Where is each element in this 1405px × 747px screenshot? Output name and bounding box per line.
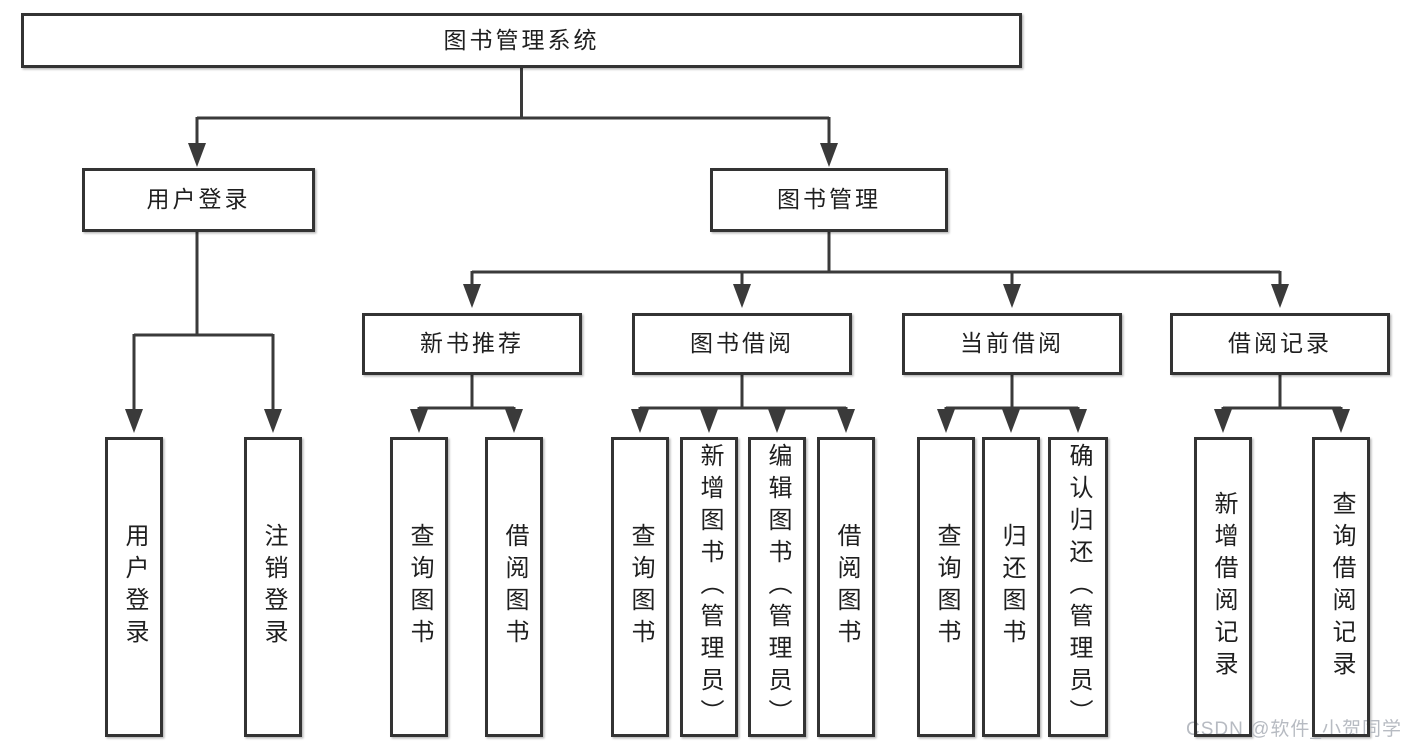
leaf-label: 查询图书 bbox=[406, 523, 433, 651]
leaf-query-borrow-record: 查询借阅记录 bbox=[1312, 437, 1370, 737]
connector-user-login-to-leaves bbox=[125, 232, 282, 433]
node-label: 图书借阅 bbox=[690, 330, 794, 357]
node-label: 借阅记录 bbox=[1228, 330, 1332, 357]
leaf-query-books-recommend: 查询图书 bbox=[390, 437, 448, 737]
leaf-query-books-current: 查询图书 bbox=[917, 437, 975, 737]
csdn-watermark: CSDN @软件_小贺同学 bbox=[1186, 719, 1402, 740]
leaf-label: 查询借阅记录 bbox=[1328, 491, 1355, 683]
connector-current-to-leaves bbox=[937, 375, 1087, 433]
leaf-borrow-books-recommend: 借阅图书 bbox=[485, 437, 543, 737]
leaf-logout: 注销登录 bbox=[244, 437, 302, 737]
node-label: 当前借阅 bbox=[960, 330, 1064, 357]
leaf-return-books: 归还图书 bbox=[982, 437, 1040, 737]
node-user-login: 用户登录 bbox=[82, 168, 315, 232]
leaf-query-books-borrowing: 查询图书 bbox=[611, 437, 669, 737]
leaf-label: 查询图书 bbox=[933, 523, 960, 651]
leaf-label: 用户登录 bbox=[121, 523, 148, 651]
node-label: 新书推荐 bbox=[420, 330, 524, 357]
node-root: 图书管理系统 bbox=[21, 13, 1022, 68]
node-new-book-recommend: 新书推荐 bbox=[362, 313, 582, 375]
leaf-add-borrow-record: 新增借阅记录 bbox=[1194, 437, 1252, 737]
leaf-label: 借阅图书 bbox=[833, 523, 860, 651]
node-label: 图书管理系统 bbox=[443, 26, 600, 53]
leaf-label: 注销登录 bbox=[260, 523, 287, 651]
leaf-user-login: 用户登录 bbox=[105, 437, 163, 737]
node-borrow-records: 借阅记录 bbox=[1170, 313, 1390, 375]
node-label: 用户登录 bbox=[146, 186, 251, 213]
connector-root-to-level2 bbox=[188, 68, 838, 167]
node-label: 图书管理 bbox=[777, 186, 881, 213]
leaf-borrow-books-borrowing: 借阅图书 bbox=[817, 437, 875, 737]
node-book-borrowing: 图书借阅 bbox=[632, 313, 852, 375]
leaf-confirm-return-admin: 确认归还（管理员） bbox=[1048, 437, 1108, 737]
connector-records-to-leaves bbox=[1214, 375, 1350, 433]
leaf-edit-book-admin: 编辑图书（管理员） bbox=[748, 437, 806, 737]
connector-book-management-to-level3 bbox=[463, 232, 1289, 308]
connector-borrowing-to-leaves bbox=[631, 375, 855, 433]
leaf-add-book-admin: 新增图书（管理员） bbox=[680, 437, 738, 737]
leaf-label: 确认归还（管理员） bbox=[1065, 443, 1092, 731]
connector-recommend-to-leaves bbox=[410, 375, 523, 433]
leaf-label: 借阅图书 bbox=[501, 523, 528, 651]
leaf-label: 归还图书 bbox=[998, 523, 1025, 651]
leaf-label: 编辑图书（管理员） bbox=[764, 443, 791, 731]
node-book-management: 图书管理 bbox=[710, 168, 948, 232]
node-current-borrowing: 当前借阅 bbox=[902, 313, 1122, 375]
leaf-label: 新增图书（管理员） bbox=[696, 443, 723, 731]
leaf-label: 新增借阅记录 bbox=[1210, 491, 1237, 683]
leaf-label: 查询图书 bbox=[627, 523, 654, 651]
